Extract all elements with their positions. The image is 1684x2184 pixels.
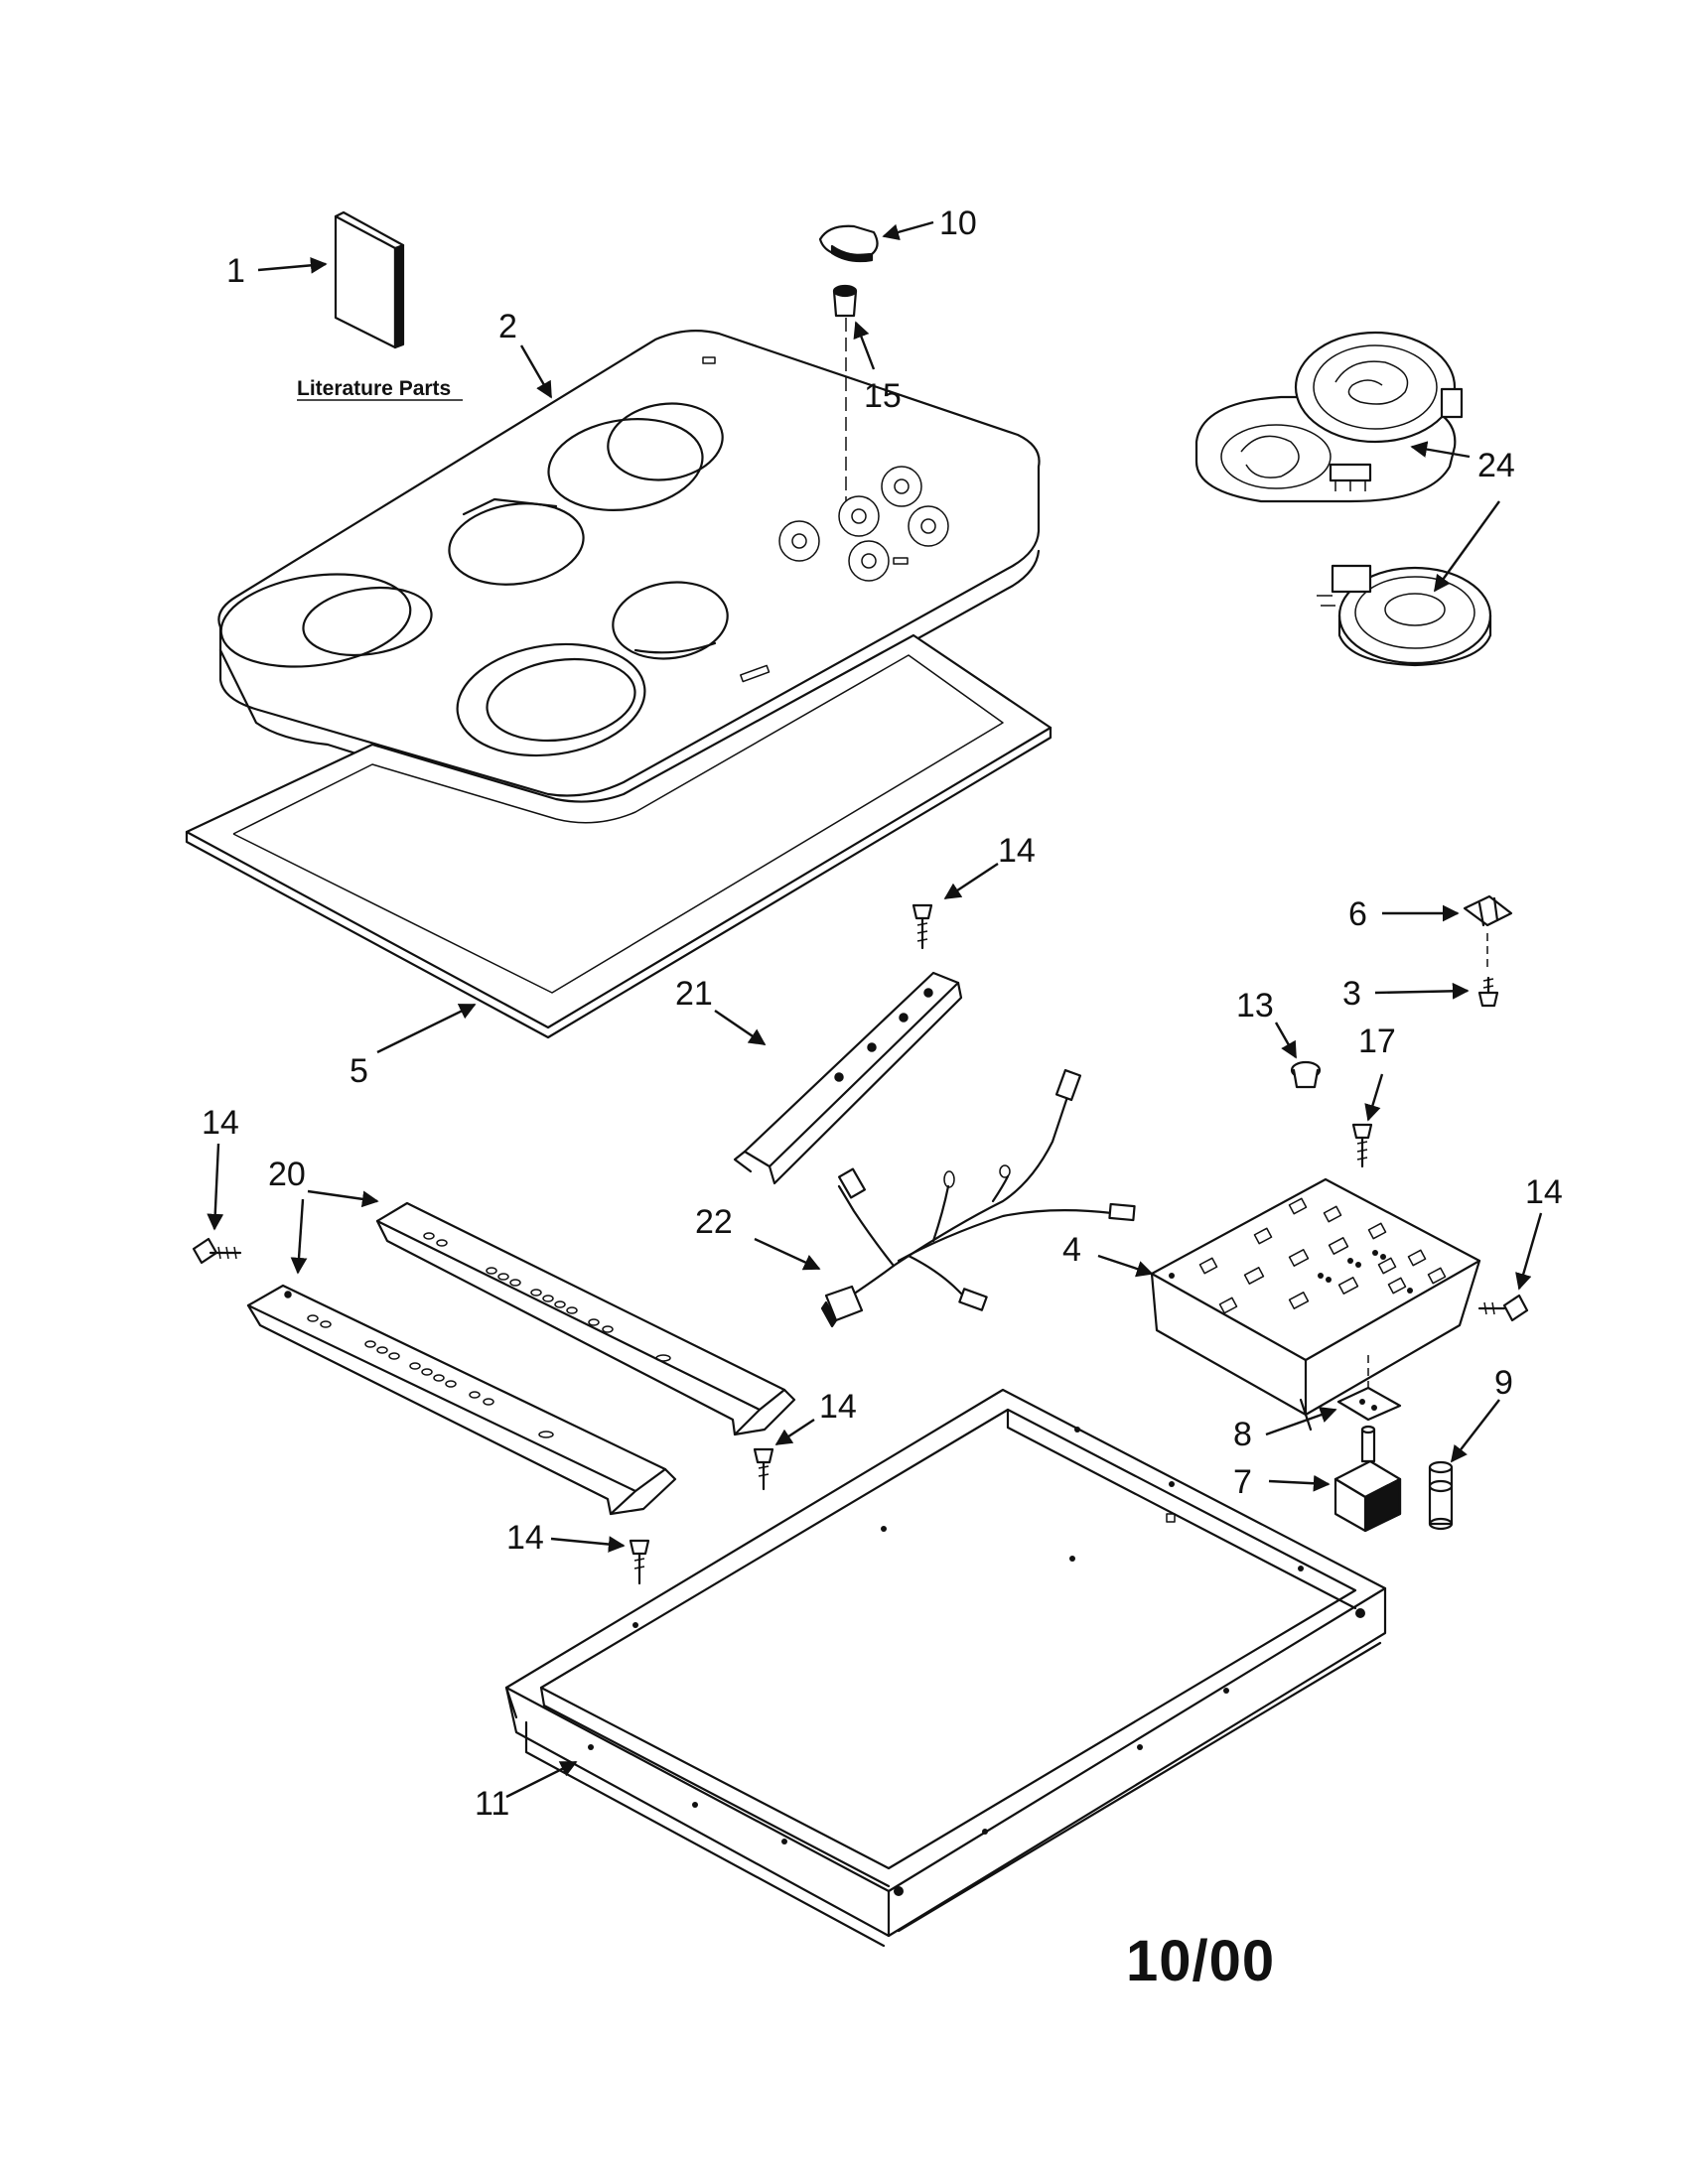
- screw-frame-left: [629, 1539, 650, 1585]
- single-surface-element: [1317, 564, 1492, 667]
- screw-frame-mid: [753, 1447, 774, 1491]
- screw-top-bracket: [912, 903, 933, 950]
- dual-surface-element: [1194, 331, 1464, 503]
- callout-17: 17: [1358, 1023, 1396, 1060]
- screw-part3: [1477, 976, 1499, 1008]
- callout-14-left: 14: [202, 1104, 239, 1142]
- gasket-sheet: [185, 633, 1052, 1039]
- callout-20: 20: [268, 1156, 306, 1193]
- literature-booklet: [334, 210, 405, 349]
- bracket-clip-part6: [1463, 894, 1513, 968]
- callout-11: 11: [475, 1785, 509, 1823]
- date-code: 10/00: [1126, 1929, 1275, 1993]
- switch-part7: [1333, 1425, 1402, 1533]
- callout-9: 9: [1494, 1364, 1513, 1402]
- callout-14-mid: 14: [819, 1388, 857, 1426]
- screw-right-box: [1477, 1294, 1529, 1322]
- callout-7: 7: [1233, 1463, 1252, 1501]
- control-box: [1150, 1177, 1481, 1432]
- callout-21: 21: [675, 975, 713, 1013]
- callout-1: 1: [226, 252, 245, 290]
- control-knob: [818, 224, 879, 263]
- switch-plate-part8: [1336, 1355, 1402, 1422]
- callout-13: 13: [1236, 987, 1274, 1024]
- cooktop-frame: [504, 1388, 1387, 1948]
- callout-3: 3: [1342, 975, 1361, 1013]
- side-rail-back: [375, 1201, 796, 1436]
- callout-10: 10: [939, 205, 977, 242]
- side-rail-front: [246, 1284, 677, 1516]
- callout-8: 8: [1233, 1416, 1252, 1453]
- screw-part17: [1351, 1123, 1373, 1168]
- plug-part13: [1290, 1060, 1322, 1089]
- callout-2: 2: [498, 308, 517, 345]
- callout-14-left-bottom: 14: [506, 1519, 544, 1557]
- literature-parts-label: Literature Parts: [297, 377, 451, 400]
- screw-left-rail: [192, 1237, 242, 1265]
- callout-4: 4: [1062, 1231, 1081, 1269]
- callout-6: 6: [1348, 895, 1367, 933]
- callout-arrows: [207, 220, 1543, 1799]
- callout-14-top: 14: [998, 832, 1036, 870]
- callout-15: 15: [864, 377, 902, 415]
- callout-14-right-top: 14: [1525, 1173, 1563, 1211]
- callout-24: 24: [1477, 447, 1515, 484]
- control-bracket: [733, 971, 963, 1185]
- knob-insert: [832, 284, 858, 318]
- cooktop-glass: [217, 330, 1041, 817]
- wire-harness: [820, 1068, 1136, 1328]
- spacer-part9: [1428, 1460, 1454, 1531]
- callout-22: 22: [695, 1203, 733, 1241]
- callout-5: 5: [350, 1052, 368, 1090]
